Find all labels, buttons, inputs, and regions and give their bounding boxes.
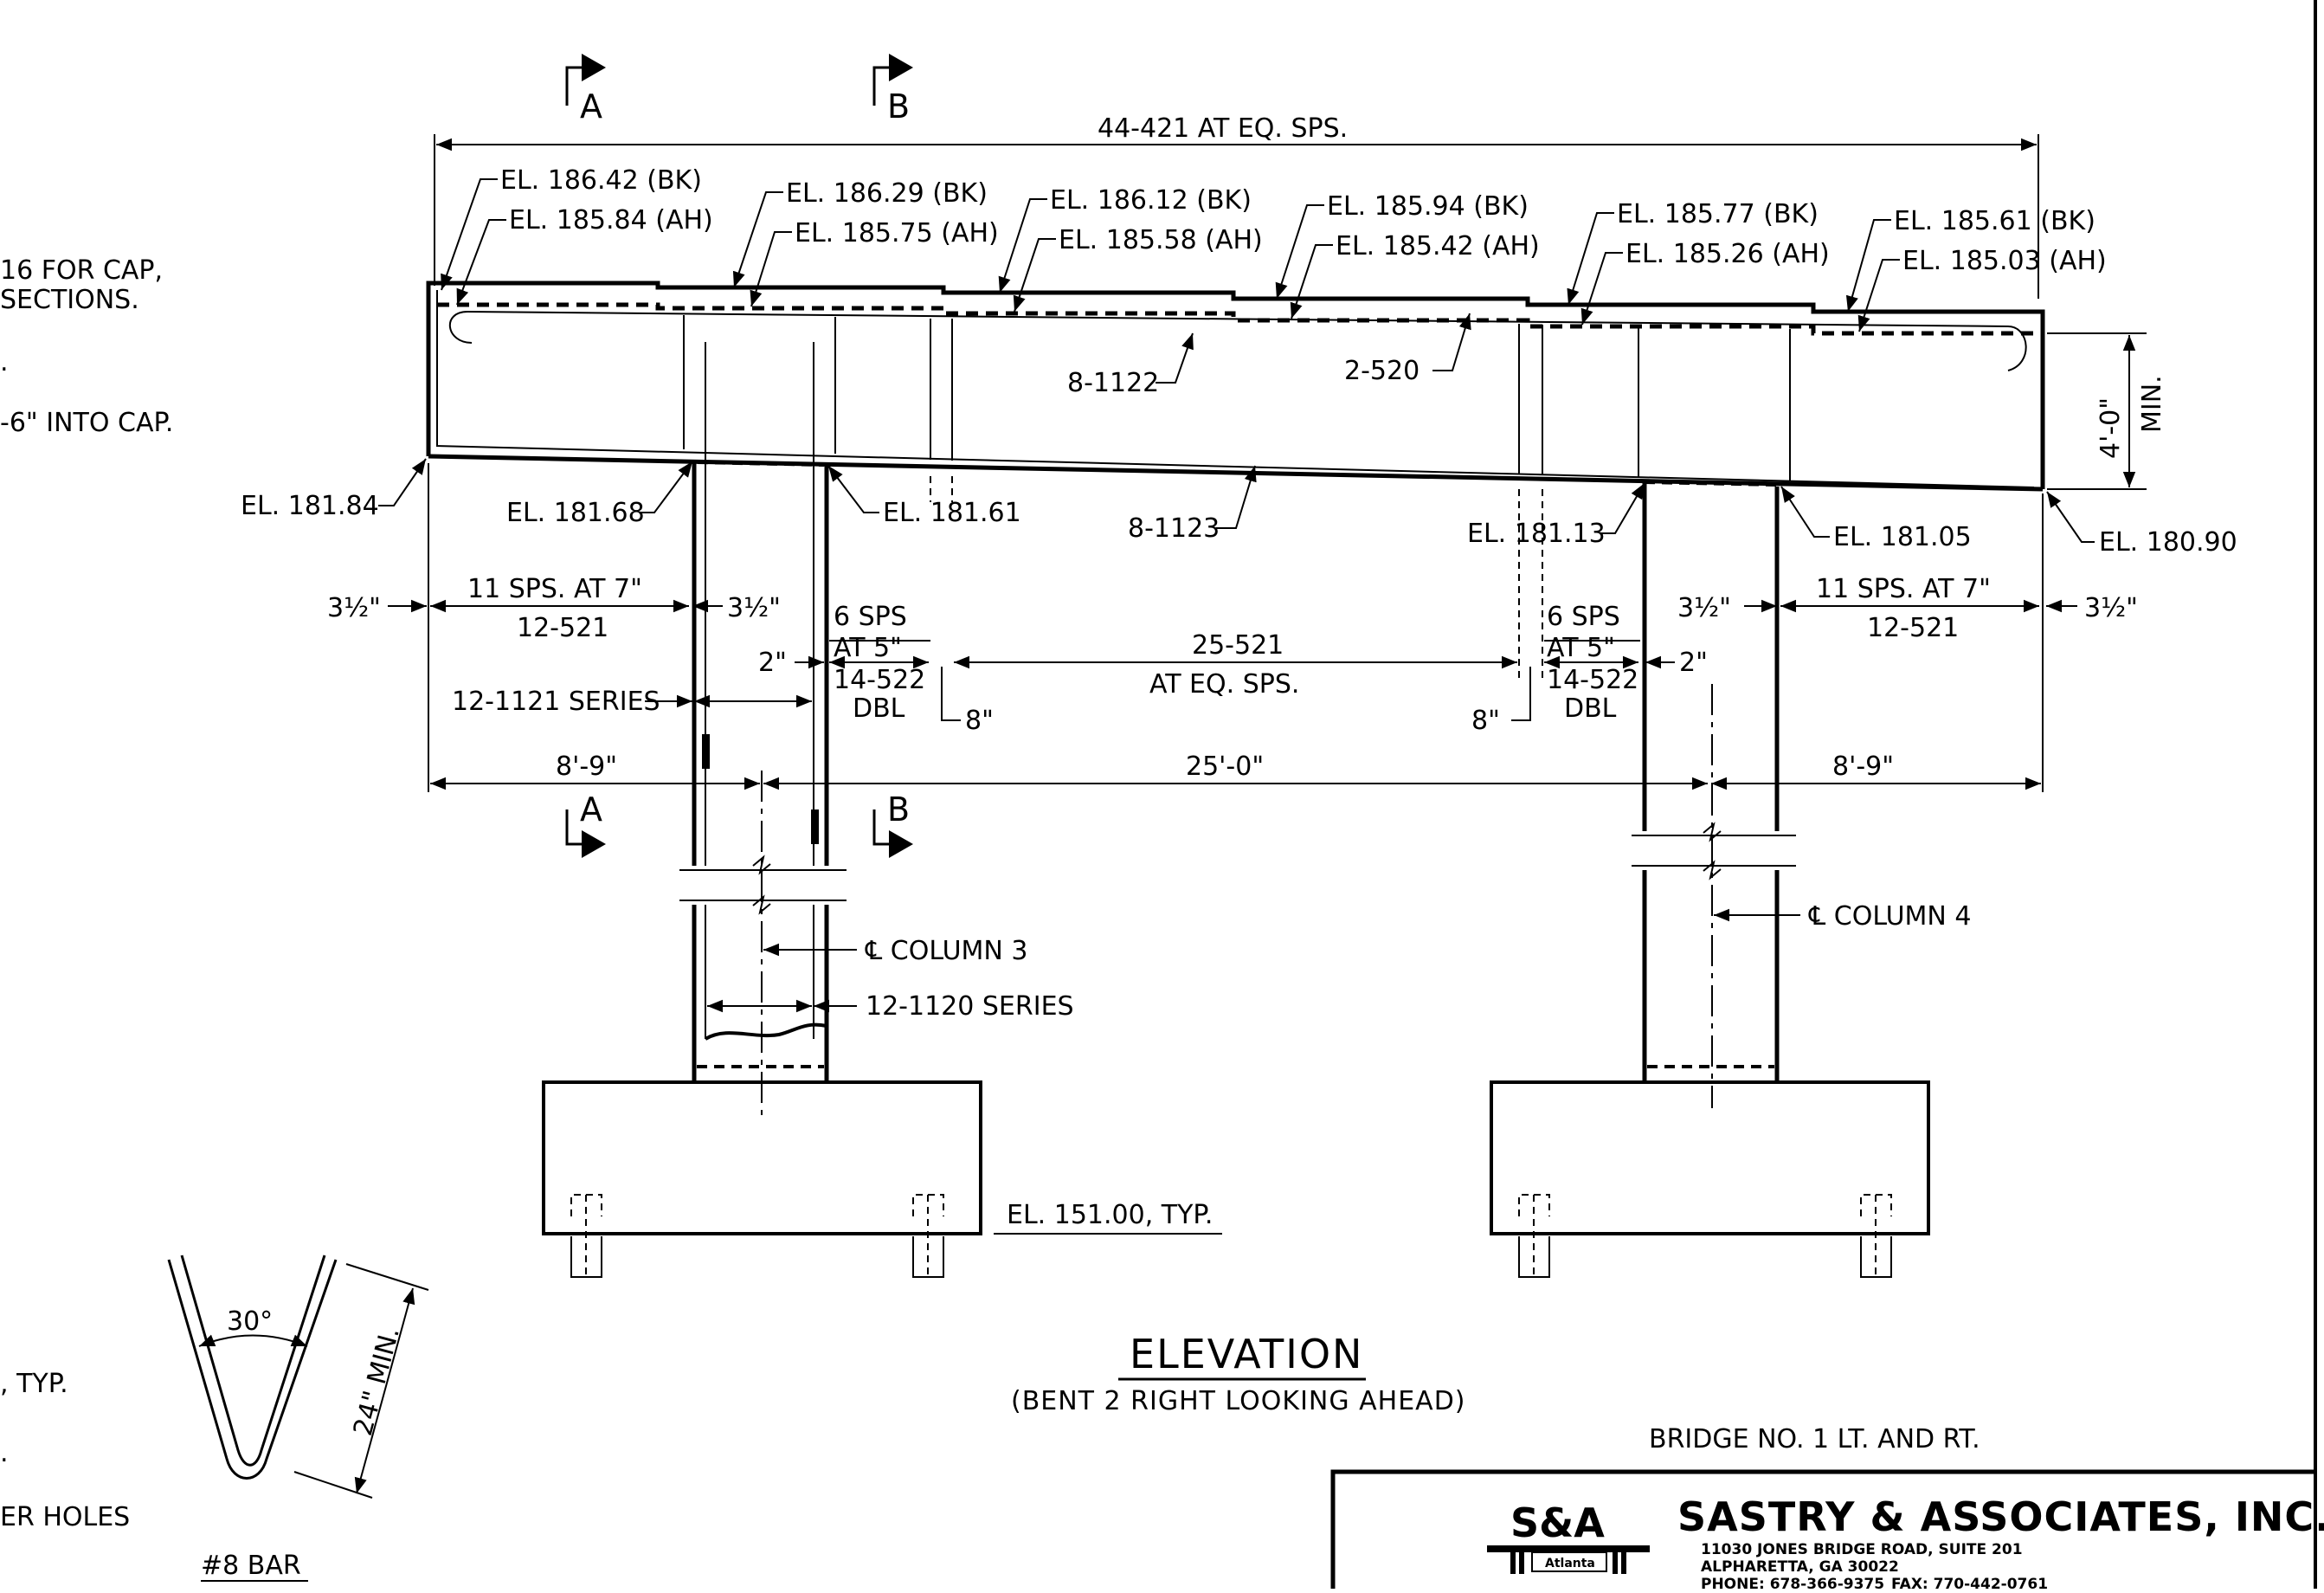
- rebar-spacing-dimensions: 3½" 11 SPS. AT 7" 12-521 3½" 2" 6 SPS AT…: [327, 463, 2138, 792]
- svg-text:6 SPS: 6 SPS: [1547, 602, 1620, 632]
- svg-text:-6" INTO CAP.: -6" INTO CAP.: [0, 408, 173, 438]
- svg-text:EL. 185.58 (AH): EL. 185.58 (AH): [1059, 225, 1263, 255]
- svg-text:DBL: DBL: [1564, 693, 1617, 724]
- svg-text:2": 2": [1679, 648, 1708, 678]
- cap-depth-dimension: 4'-0" MIN.: [2047, 332, 2167, 490]
- section-cut-a-top: A: [565, 54, 606, 126]
- svg-text:EL. 180.90: EL. 180.90: [2099, 527, 2237, 558]
- svg-text:11 SPS. AT 7": 11 SPS. AT 7": [1816, 574, 1991, 604]
- bottom-elevation-labels: EL. 181.84 EL. 181.68 EL. 181.61 EL. 181…: [241, 458, 2237, 558]
- svg-text:11030 JONES BRIDGE ROAD, SUITE: 11030 JONES BRIDGE ROAD, SUITE 201: [1701, 1541, 2023, 1558]
- svg-text:8'-9": 8'-9": [1832, 751, 1894, 782]
- svg-text:.: .: [0, 1438, 9, 1468]
- svg-text:EL. 185.03 (AH): EL. 185.03 (AH): [1902, 246, 2107, 276]
- svg-text:AT EQ. SPS.: AT EQ. SPS.: [1149, 669, 1299, 700]
- svg-text:B: B: [887, 87, 910, 126]
- svg-text:EL. 186.29 (BK): EL. 186.29 (BK): [786, 178, 988, 209]
- svg-text:25'-0": 25'-0": [1186, 751, 1264, 782]
- top-elevation-labels: EL. 186.42 (BK) EL. 185.84 (AH) EL. 186.…: [441, 165, 2107, 332]
- svg-text:PHONE: 678-366-9375: PHONE: 678-366-9375: [1701, 1576, 1884, 1589]
- svg-text:16 FOR CAP,: 16 FOR CAP,: [0, 255, 163, 286]
- svg-text:14-522: 14-522: [834, 665, 925, 695]
- svg-text:.: .: [0, 347, 9, 377]
- svg-text:24" MIN.: 24" MIN.: [348, 1324, 406, 1439]
- svg-text:44-421 AT EQ. SPS.: 44-421 AT EQ. SPS.: [1098, 113, 1348, 144]
- svg-text:8-1122: 8-1122: [1067, 368, 1159, 398]
- svg-text:EL. 185.75 (AH): EL. 185.75 (AH): [795, 218, 999, 248]
- svg-text:AT 5": AT 5": [834, 633, 902, 663]
- svg-text:12-521: 12-521: [1867, 613, 1959, 643]
- svg-text:S&A: S&A: [1510, 1499, 1605, 1546]
- cap-bar-labels: 8-1122 2-520 8-1123: [1067, 313, 1471, 544]
- svg-text:30°: 30°: [227, 1306, 273, 1337]
- svg-text:12-1120 SERIES: 12-1120 SERIES: [866, 991, 1074, 1022]
- title-block: S&A Atlanta SASTRY & ASSOCIATES, INC. 11…: [1330, 1469, 2324, 1593]
- svg-text:MIN.: MIN.: [2137, 375, 2167, 433]
- bar-bend-detail: 30° 24" MIN. #8 BAR: [167, 1254, 429, 1582]
- svg-text:Atlanta: Atlanta: [1545, 1557, 1595, 1570]
- svg-text:EL. 185.84 (AH): EL. 185.84 (AH): [509, 205, 713, 235]
- svg-text:EL. 181.68: EL. 181.68: [506, 498, 645, 528]
- svg-text:14-522: 14-522: [1547, 665, 1638, 695]
- svg-text:8": 8": [1471, 706, 1500, 736]
- overall-bars-dimension: 44-421 AT EQ. SPS.: [434, 113, 2039, 299]
- svg-text:℄ COLUMN 3: ℄ COLUMN 3: [865, 936, 1028, 966]
- svg-text:8'-9": 8'-9": [556, 751, 617, 782]
- svg-text:A: A: [580, 790, 602, 829]
- svg-text:B: B: [887, 790, 910, 829]
- svg-text:EL. 181.05: EL. 181.05: [1833, 522, 1972, 552]
- notes-fragment: 16 FOR CAP, SECTIONS. . -6" INTO CAP. , …: [0, 255, 173, 1532]
- svg-text:8": 8": [965, 706, 994, 736]
- svg-text:3½": 3½": [727, 593, 781, 623]
- svg-text:ALPHARETTA, GA 30022: ALPHARETTA, GA 30022: [1701, 1558, 1899, 1576]
- svg-text:AT 5": AT 5": [1547, 633, 1615, 663]
- section-cut-b-bottom: B: [872, 790, 913, 858]
- svg-text:#8 BAR: #8 BAR: [201, 1551, 301, 1581]
- svg-text:℄ COLUMN 4: ℄ COLUMN 4: [1808, 901, 1972, 932]
- svg-text:EL. 181.84: EL. 181.84: [241, 491, 379, 521]
- svg-text:ELEVATION: ELEVATION: [1130, 1331, 1363, 1377]
- footing-left: [542, 1080, 982, 1278]
- svg-text:EL. 186.42 (BK): EL. 186.42 (BK): [500, 165, 702, 196]
- svg-text:EL. 185.61 (BK): EL. 185.61 (BK): [1894, 206, 2095, 236]
- svg-text:3½": 3½": [2084, 593, 2138, 623]
- svg-text:EL. 185.42 (AH): EL. 185.42 (AH): [1336, 231, 1540, 261]
- svg-text:A: A: [580, 87, 602, 126]
- bridge-number: BRIDGE NO. 1 LT. AND RT.: [1649, 1424, 1980, 1454]
- svg-text:FAX: 770-442-0761: FAX: 770-442-0761: [1891, 1576, 2048, 1589]
- svg-text:EL. 185.77 (BK): EL. 185.77 (BK): [1617, 199, 1819, 229]
- svg-text:3½": 3½": [1677, 593, 1731, 623]
- svg-text:12-521: 12-521: [517, 613, 608, 643]
- svg-text:ER HOLES: ER HOLES: [0, 1502, 130, 1532]
- svg-text:4'-0": 4'-0": [2095, 397, 2126, 459]
- section-cut-a-bottom: A: [565, 790, 606, 858]
- view-title: ELEVATION (BENT 2 RIGHT LOOKING AHEAD): [1011, 1331, 1466, 1416]
- svg-text:EL. 185.26 (AH): EL. 185.26 (AH): [1626, 239, 1830, 269]
- footing-elevation-label: EL. 151.00, TYP.: [994, 1200, 1222, 1235]
- svg-text:EL. 151.00, TYP.: EL. 151.00, TYP.: [1007, 1200, 1213, 1230]
- svg-text:11 SPS. AT 7": 11 SPS. AT 7": [467, 574, 642, 604]
- svg-text:EL. 185.94 (BK): EL. 185.94 (BK): [1327, 191, 1529, 222]
- svg-text:3½": 3½": [327, 593, 381, 623]
- svg-text:EL. 186.12 (BK): EL. 186.12 (BK): [1050, 185, 1252, 216]
- svg-text:8-1123: 8-1123: [1128, 513, 1220, 544]
- firm-logo: S&A Atlanta: [1487, 1499, 1650, 1574]
- section-cut-b-top: B: [872, 54, 913, 126]
- svg-text:SASTRY & ASSOCIATES, INC.: SASTRY & ASSOCIATES, INC.: [1677, 1493, 2324, 1540]
- svg-text:2": 2": [758, 648, 787, 678]
- svg-text:2-520: 2-520: [1344, 356, 1420, 386]
- svg-text:25-521: 25-521: [1192, 630, 1284, 661]
- svg-text:12-1121 SERIES: 12-1121 SERIES: [452, 687, 660, 717]
- svg-text:DBL: DBL: [853, 693, 905, 724]
- svg-text:SECTIONS.: SECTIONS.: [0, 285, 139, 315]
- footing-right: [1490, 1080, 1930, 1278]
- svg-text:EL. 181.61: EL. 181.61: [883, 498, 1021, 528]
- svg-text:6 SPS: 6 SPS: [834, 602, 907, 632]
- svg-text:, TYP.: , TYP.: [0, 1369, 68, 1399]
- column-4: ℄ COLUMN 4: [1632, 483, 1972, 1108]
- svg-text:(BENT 2 RIGHT LOOKING AHEAD): (BENT 2 RIGHT LOOKING AHEAD): [1011, 1386, 1466, 1416]
- column-3: ℄ COLUMN 3 12-1120 SERIES: [679, 463, 1074, 1117]
- svg-text:EL. 181.13: EL. 181.13: [1467, 519, 1606, 549]
